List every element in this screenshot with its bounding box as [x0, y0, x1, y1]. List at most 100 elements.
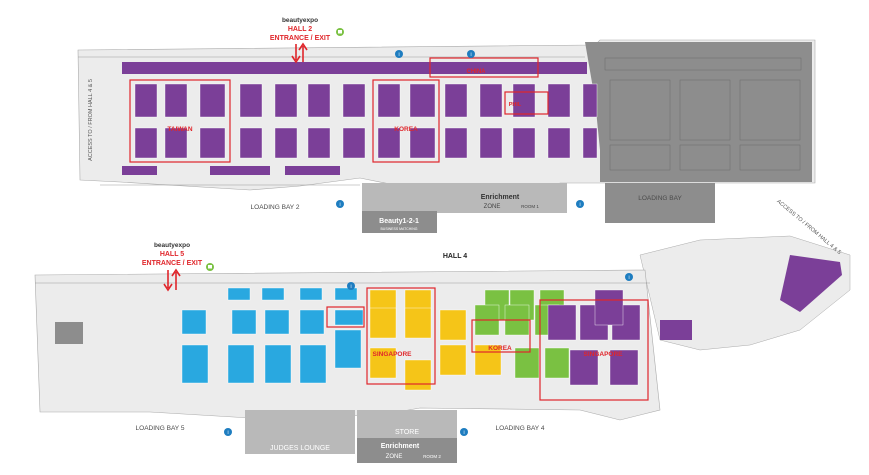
arrow-down-icon: [291, 44, 301, 64]
upper-loading-bay-right-text: LOADING BAY: [638, 195, 682, 202]
booth-block: [239, 127, 263, 159]
upper-loading-bay-2: LOADING BAY 2: [251, 204, 300, 211]
toilet-icon: i: [576, 200, 584, 208]
korea-lower-pavilion-outline: [471, 319, 531, 353]
store-room: [357, 410, 457, 438]
beauty-121-sub-label: BUSINESS MATCHING: [380, 227, 417, 231]
enrichment-label: Enrichment: [481, 194, 520, 201]
booth-block: [582, 83, 598, 118]
toilet-icon: i: [395, 50, 403, 58]
svg-text:i: i: [398, 52, 399, 58]
booth-block: [594, 289, 624, 326]
upper-hall-label: HALL 2: [288, 26, 312, 33]
taiwan-pavilion-outline: [129, 79, 231, 163]
phil-pavilion-outline: [504, 91, 549, 115]
arrow-up-icon: [298, 42, 308, 62]
booth-block: [134, 83, 158, 118]
cafe-icon: [206, 263, 214, 271]
cafe-icon: [336, 28, 344, 36]
judges-lounge-room: [245, 410, 355, 454]
svg-text:i: i: [463, 430, 464, 436]
booth-block: [199, 83, 226, 118]
booth-block: [547, 83, 571, 118]
enrichment-zone-room-1: [362, 183, 567, 213]
booth-block: [582, 127, 598, 159]
booth-block: [444, 127, 468, 159]
toilet-icon: i: [336, 200, 344, 208]
booth-block: [181, 309, 207, 335]
booth-block: [334, 287, 358, 301]
booth-block: [307, 83, 331, 118]
lower-brand-label: beautyexpo: [154, 242, 190, 249]
upper-hall: TAIWAN KOREA CHINA PHIL beautyexpo HALL …: [77, 17, 816, 233]
toilet-icon: i: [347, 282, 355, 290]
booth-block: [439, 344, 467, 376]
china-pavilion-outline: [429, 57, 539, 78]
booth-block: [377, 83, 401, 118]
enrichment-2-room-label: ROOM 2: [423, 454, 441, 459]
booth-block: [409, 83, 436, 118]
booth-block: [609, 349, 639, 386]
lower-left-grey-block: [55, 322, 83, 344]
svg-text:i: i: [470, 52, 471, 58]
booth-block: [369, 307, 397, 339]
upper-grey-hall: [585, 42, 812, 182]
booth-block: [334, 309, 364, 326]
booth-block: [334, 329, 362, 369]
booth-block: [512, 127, 536, 159]
booth-block: [404, 307, 432, 339]
toilet-icon: i: [460, 428, 468, 436]
korea-pavilion-outline: [372, 79, 440, 163]
booth-block: [479, 83, 503, 118]
singapore-left-label: SINGAPORE: [372, 351, 412, 358]
singapore-right-pavilion-outline: [539, 299, 649, 401]
singapore-left-pavilion-outline: [366, 287, 436, 385]
booth-block: [299, 344, 327, 384]
booth-block: [544, 347, 570, 379]
booth-block: [299, 287, 323, 301]
arrow-up-icon: [171, 268, 181, 290]
upper-entrance-label: ENTRANCE / EXIT: [270, 35, 331, 42]
booth-block: [512, 83, 536, 118]
booth-block: [299, 309, 325, 335]
booth-block: [474, 344, 502, 376]
enrichment-zone-room-2: [357, 438, 457, 463]
booth-block: [264, 344, 292, 384]
enrichment-zone-label: ZONE: [484, 204, 501, 210]
booth-block: [227, 287, 251, 301]
booth-block: [164, 127, 188, 159]
booth-block: [439, 309, 467, 341]
upper-brand-label: beautyexpo: [282, 17, 318, 24]
booth-block: [199, 127, 226, 159]
enrichment-2-label: Enrichment: [381, 443, 420, 450]
booth-block: [404, 359, 432, 391]
phil-label: PHIL: [509, 102, 522, 108]
booth-block: [264, 309, 290, 335]
lower-hall: HALL 4 SINGAPORE KOREA SINGAPORE beautye…: [34, 242, 661, 463]
singapore-right-label: SINGAPORE: [583, 351, 623, 358]
booth-block: [409, 127, 436, 159]
booth-block: [231, 309, 257, 335]
singapore-left-small-outline: [326, 306, 365, 328]
korea-label: KOREA: [394, 126, 418, 133]
upper-booth-blocks: [134, 83, 598, 159]
toilet-icon: i: [467, 50, 475, 58]
booth-block: [134, 127, 158, 159]
enrichment-2-zone-label: ZONE: [386, 454, 403, 460]
china-label: CHINA: [467, 69, 487, 75]
booth-block: [514, 347, 540, 379]
booth-block: [274, 127, 298, 159]
svg-text:i: i: [579, 202, 580, 208]
store-label: STORE: [395, 429, 419, 436]
judges-lounge-label: JUDGES LOUNGE: [270, 445, 330, 452]
booth-block: [547, 127, 571, 159]
upper-grey-hall-grid: [604, 57, 802, 171]
toilet-icon: i: [224, 428, 232, 436]
arrow-down-icon: [163, 270, 173, 292]
booth-block: [569, 349, 599, 386]
booth-block: [547, 304, 577, 341]
booth-block: [261, 287, 285, 301]
booth-block: [377, 127, 401, 159]
svg-text:i: i: [339, 202, 340, 208]
corridor-purple-booths: [780, 255, 842, 312]
